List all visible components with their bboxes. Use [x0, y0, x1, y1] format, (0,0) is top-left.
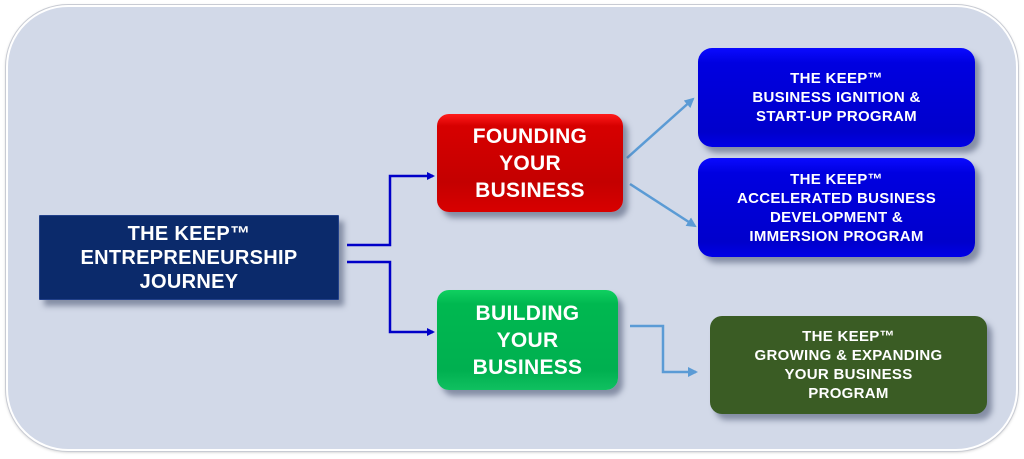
program-line: THE KEEP™: [790, 170, 883, 188]
connector-root-to-building: [347, 260, 435, 336]
program-node-business-ignition: THE KEEP™ BUSINESS IGNITION & START-UP P…: [698, 48, 975, 147]
program-line: GROWING & EXPANDING: [754, 347, 943, 364]
stage-line: YOUR: [496, 328, 559, 352]
root-line: ENTREPRENEURSHIP: [80, 246, 298, 269]
program-line: START-UP PROGRAM: [756, 108, 917, 125]
program-node-growing-expanding: THE KEEP™ GROWING & EXPANDING YOUR BUSIN…: [710, 316, 987, 414]
program-line: IMMERSION PROGRAM: [749, 227, 924, 245]
program-line: BUSINESS IGNITION &: [752, 89, 921, 106]
connector-root-to-founding: [347, 172, 435, 247]
stage-line: BUILDING: [475, 301, 580, 325]
stage-line: FOUNDING: [472, 124, 588, 148]
program-line: ACCELERATED BUSINESS: [736, 189, 937, 207]
stage-node-founding: FOUNDING YOUR BUSINESS: [437, 114, 623, 212]
root-line: THE KEEP™: [127, 222, 251, 245]
program-line: DEVELOPMENT &: [769, 208, 904, 226]
stage-node-building: BUILDING YOUR BUSINESS: [437, 290, 618, 390]
root-node-entrepreneurship-journey: THE KEEP™ ENTREPRENEURSHIP JOURNEY: [39, 215, 339, 300]
stage-line: YOUR: [499, 151, 561, 175]
root-line: JOURNEY: [139, 270, 239, 293]
stage-line: BUSINESS: [472, 355, 583, 379]
program-line: THE KEEP™: [802, 328, 895, 345]
connector-founding-to-accelerated: [629, 182, 697, 228]
program-line: PROGRAM: [808, 385, 889, 402]
program-line: YOUR BUSINESS: [784, 366, 913, 383]
program-node-accelerated-development: THE KEEP™ ACCELERATED BUSINESS DEVELOPME…: [698, 158, 975, 257]
connector-founding-to-ignition: [626, 97, 695, 159]
stage-line: BUSINESS: [475, 178, 585, 202]
program-line: THE KEEP™: [790, 70, 883, 87]
connector-building-to-growing: [630, 324, 698, 377]
